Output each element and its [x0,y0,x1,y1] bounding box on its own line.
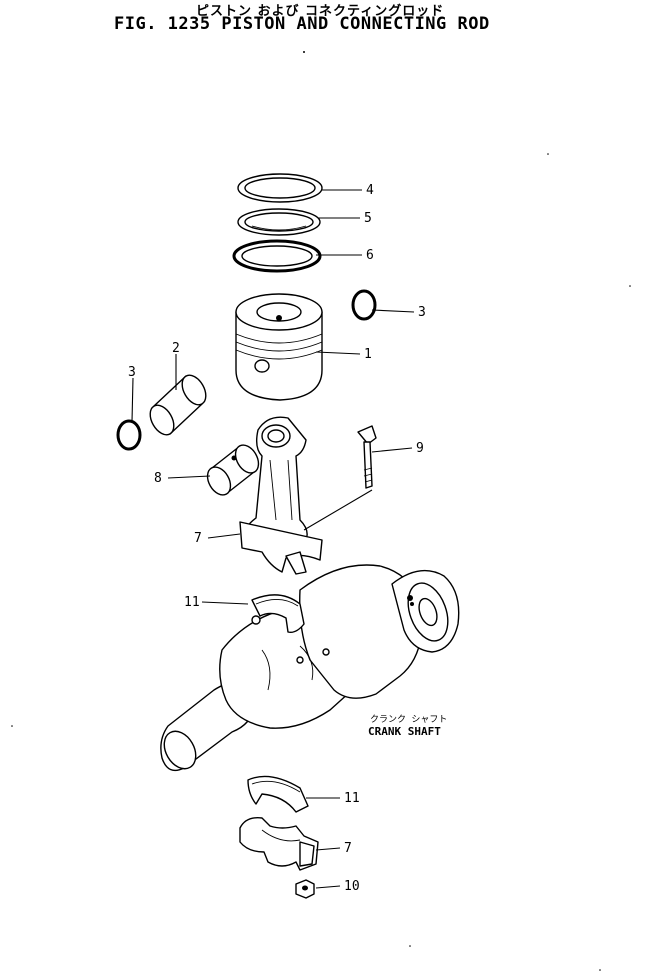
scan-specks [11,51,631,971]
figure-title-japanese: ピストン および コネクティングロッド [196,4,445,19]
snap-ring-left [116,419,142,451]
callout-11-lower: 11 [344,791,360,806]
piston-pin [149,374,207,436]
connecting-rod [239,416,323,575]
connecting-rod-bolt [357,425,377,489]
callout-1: 1 [364,347,372,362]
callout-11-upper: 11 [184,595,200,610]
figure-header: ピストン および コネクティングロッド FIG. 1235 PISTON AND… [0,0,652,40]
piston-ring-second [237,208,321,236]
lower-bearing-shell [247,775,309,813]
callout-3-right: 3 [418,305,426,320]
leader-lines [131,189,415,889]
piston-ring-oil [232,239,322,273]
snap-ring-right [351,289,377,321]
callout-9: 9 [416,441,424,456]
callout-4: 4 [366,183,374,198]
piston [235,293,323,401]
figure-title: FIG. 1235 PISTON AND CONNECTING ROD [114,14,490,34]
callout-8: 8 [154,471,162,486]
callout-3-left: 3 [128,365,136,380]
callout-7-rod: 7 [194,531,202,546]
crankshaft-label: CRANK SHAFT [368,725,441,738]
crankshaft [160,564,460,772]
small-end-bushing [206,444,260,496]
connecting-rod-cap [239,817,319,871]
crankshaft-label-japanese: クランク シャフト [370,714,447,725]
callout-7-cap: 7 [344,841,352,856]
callout-6: 6 [366,248,374,263]
piston-ring-top [237,173,323,203]
callout-5: 5 [364,211,372,226]
callout-2: 2 [172,341,180,356]
connecting-rod-nut [295,879,315,899]
upper-bearing-shell [251,594,305,634]
callout-10: 10 [344,879,360,894]
